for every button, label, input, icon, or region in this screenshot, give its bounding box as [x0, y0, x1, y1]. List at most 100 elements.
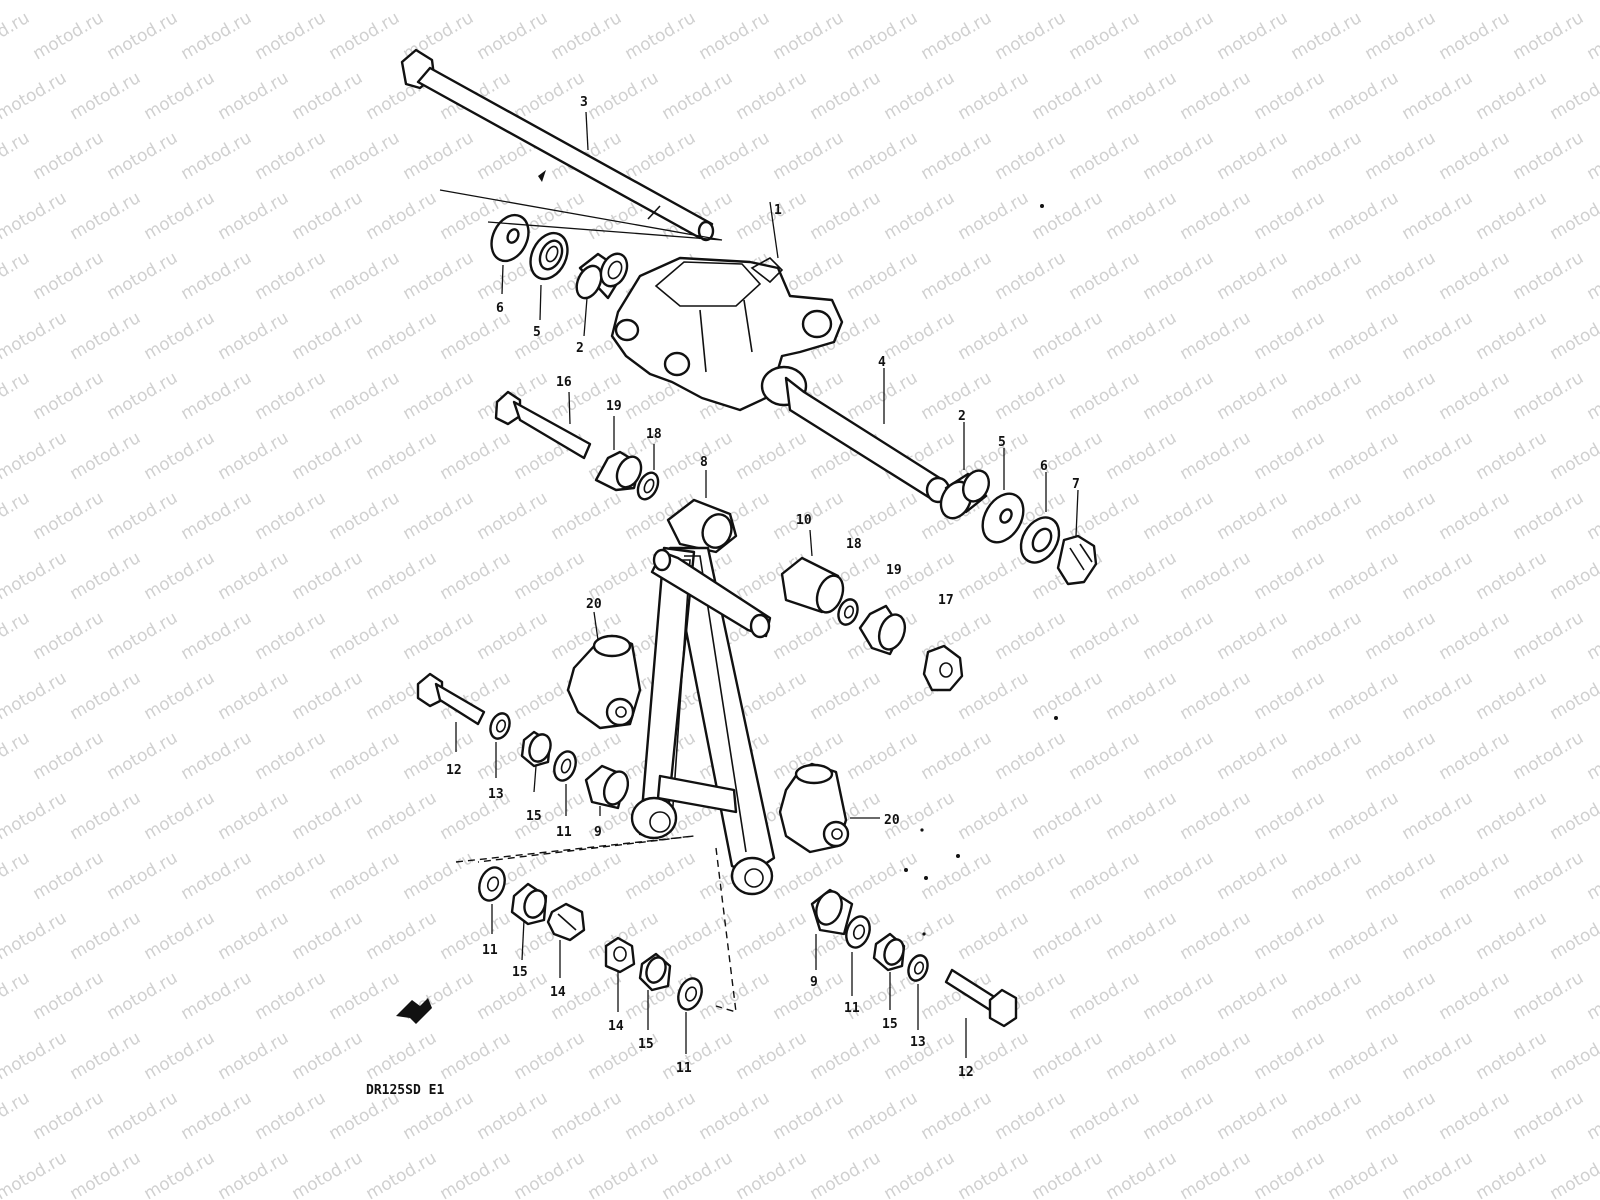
watermark-text: motod.ru — [1029, 1028, 1107, 1084]
watermark-text: motod.ru — [1066, 368, 1144, 424]
watermark-text: motod.ru — [0, 248, 33, 304]
part-17-nut — [922, 644, 964, 692]
watermark-text: motod.ru — [1584, 848, 1600, 904]
watermark-text: motod.ru — [400, 608, 478, 664]
watermark-text: motod.ru — [1103, 908, 1181, 964]
part-20-bracket-upper — [566, 634, 642, 730]
watermark-text: motod.ru — [363, 428, 441, 484]
watermark-text: motod.ru — [696, 128, 774, 184]
watermark-text: motod.ru — [733, 188, 811, 244]
watermark-text: motod.ru — [0, 908, 70, 964]
watermark-text: motod.ru — [363, 1028, 441, 1084]
part-9-bushing-left — [584, 764, 630, 810]
watermark-text: motod.ru — [1325, 1148, 1403, 1200]
watermark-text: motod.ru — [1103, 68, 1181, 124]
watermark-text: motod.ru — [289, 1148, 367, 1200]
callout-13: 13 — [488, 787, 504, 802]
watermark-text: motod.ru — [141, 1148, 219, 1200]
watermark-text: motod.ru — [807, 0, 885, 4]
watermark-text: motod.ru — [1436, 368, 1514, 424]
watermark-text: motod.ru — [918, 8, 996, 64]
watermark-text: motod.ru — [67, 1028, 145, 1084]
watermark-text: motod.ru — [955, 188, 1033, 244]
watermark-text: motod.ru — [844, 368, 922, 424]
watermark-text: motod.ru — [844, 728, 922, 784]
watermark-text: motod.ru — [1473, 428, 1551, 484]
watermark-text: motod.ru — [1177, 668, 1255, 724]
watermark-text: motod.ru — [1140, 848, 1218, 904]
watermark-text: motod.ru — [881, 188, 959, 244]
watermark-text: motod.ru — [1251, 188, 1329, 244]
watermark-text: motod.ru — [659, 908, 737, 964]
part-2-bearing-right — [939, 469, 991, 520]
watermark-text: motod.ru — [1584, 1088, 1600, 1144]
watermark-text: motod.ru — [1473, 1028, 1551, 1084]
watermark-text: motod.ru — [1584, 968, 1600, 1024]
watermark-text: motod.ru — [363, 308, 441, 364]
watermark-text: motod.ru — [0, 488, 33, 544]
watermark-text: motod.ru — [1399, 908, 1477, 964]
callout-20: 20 — [586, 597, 602, 612]
watermark-text: motod.ru — [1251, 1028, 1329, 1084]
watermark-text: motod.ru — [1251, 0, 1329, 4]
part-15-bush-b — [510, 882, 548, 926]
watermark-text: motod.ru — [1547, 308, 1600, 364]
part-11-washer-c — [677, 977, 703, 1011]
watermark-text: motod.ru — [1251, 1148, 1329, 1200]
watermark-text: motod.ru — [1140, 968, 1218, 1024]
watermark-text: motod.ru — [178, 488, 256, 544]
watermark-text: motod.ru — [1584, 728, 1600, 784]
watermark-text: motod.ru — [1584, 8, 1600, 64]
watermark-text: motod.ru — [1066, 608, 1144, 664]
watermark-text: motod.ru — [1177, 908, 1255, 964]
watermark-text: motod.ru — [30, 608, 108, 664]
watermark-text: motod.ru — [252, 848, 330, 904]
watermark-text: motod.ru — [30, 848, 108, 904]
part-6-washer-left — [490, 213, 530, 263]
watermark-text: motod.ru — [1547, 1028, 1600, 1084]
watermark-text: motod.ru — [918, 1088, 996, 1144]
watermark-text: motod.ru — [437, 548, 515, 604]
callout-18: 18 — [846, 537, 862, 552]
watermark-text: motod.ru — [1103, 188, 1181, 244]
watermark-text: motod.ru — [289, 668, 367, 724]
watermark-text: motod.ru — [104, 968, 182, 1024]
watermark-text: motod.ru — [1066, 968, 1144, 1024]
watermark-text: motod.ru — [1214, 1088, 1292, 1144]
watermark-text: motod.ru — [1029, 908, 1107, 964]
watermark-text: motod.ru — [437, 0, 515, 4]
watermark-text: motod.ru — [733, 1148, 811, 1200]
watermark-text: motod.ru — [659, 68, 737, 124]
watermark-text: motod.ru — [141, 188, 219, 244]
watermark-text: motod.ru — [104, 8, 182, 64]
watermark-text: motod.ru — [992, 248, 1070, 304]
watermark-text: motod.ru — [104, 488, 182, 544]
watermark-text: motod.ru — [326, 848, 404, 904]
watermark-text: motod.ru — [474, 8, 552, 64]
watermark-text: motod.ru — [1214, 248, 1292, 304]
watermark-text: motod.ru — [1288, 8, 1366, 64]
watermark-text: motod.ru — [252, 248, 330, 304]
watermark-text: motod.ru — [1473, 1148, 1551, 1200]
watermark-text: motod.ru — [215, 68, 293, 124]
watermark-text: motod.ru — [1103, 788, 1181, 844]
watermark-text: motod.ru — [0, 428, 70, 484]
watermark-text: motod.ru — [104, 248, 182, 304]
watermark-text: motod.ru — [1473, 908, 1551, 964]
watermark-text: motod.ru — [659, 1148, 737, 1200]
watermark-text: motod.ru — [1362, 728, 1440, 784]
watermark-text: motod.ru — [1066, 848, 1144, 904]
part-15-bush-d — [872, 932, 906, 972]
watermark-text: motod.ru — [844, 8, 922, 64]
watermark-text: motod.ru — [1214, 848, 1292, 904]
callout-17: 17 — [938, 593, 954, 608]
watermark-text: motod.ru — [1177, 0, 1255, 4]
watermark-text: motod.ru — [141, 68, 219, 124]
watermark-text: motod.ru — [289, 68, 367, 124]
watermark-text: motod.ru — [844, 128, 922, 184]
watermark-text: motod.ru — [1288, 848, 1366, 904]
watermark-text: motod.ru — [1325, 908, 1403, 964]
watermark-text: motod.ru — [215, 668, 293, 724]
watermark-text: motod.ru — [1103, 0, 1181, 4]
direction-arrows — [396, 170, 1058, 1024]
